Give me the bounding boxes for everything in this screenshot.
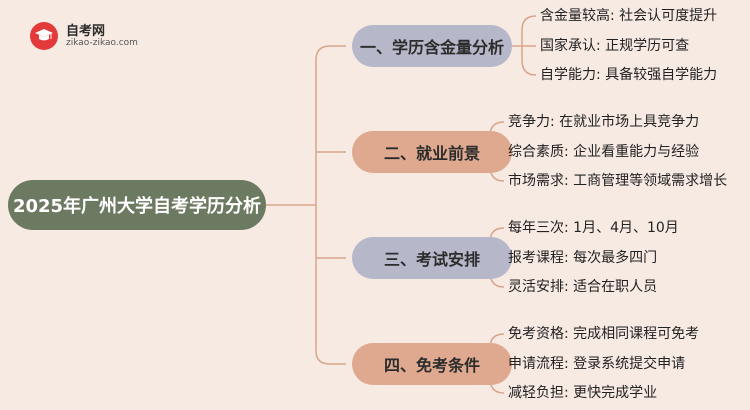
root-node: 2025年广州大学自考学历分析 (8, 180, 266, 230)
branch-node-1: 一、学历含金量分析 (352, 25, 512, 67)
leaf-node-1-2: 国家承认: 正规学历可查 (540, 38, 690, 54)
leaf-node-2-1: 竞争力: 在就业市场上具竞争力 (508, 114, 700, 130)
leaf-node-2-3: 市场需求: 工商管理等领域需求增长 (508, 173, 728, 189)
leaf-node-2-2: 综合素质: 企业看重能力与经验 (508, 144, 700, 160)
branch-node-4: 四、免考条件 (352, 343, 512, 385)
leaf-node-3-1: 每年三次: 1月、4月、10月 (508, 220, 679, 236)
branch-node-2: 二、就业前景 (352, 131, 512, 173)
site-logo[interactable]: 自考网 zikao-zikao.com (30, 16, 170, 56)
branch-node-3: 三、考试安排 (352, 237, 512, 279)
leaf-node-1-1: 含金量较高: 社会认可度提升 (540, 8, 718, 24)
leaf-node-3-2: 报考课程: 每次最多四门 (508, 250, 658, 266)
leaf-node-1-3: 自学能力: 具备较强自学能力 (540, 67, 718, 83)
graduation-cap-icon (30, 22, 58, 50)
leaf-node-3-3: 灵活安排: 适合在职人员 (508, 279, 658, 295)
leaf-node-4-3: 减轻负担: 更快完成学业 (508, 385, 658, 401)
leaf-node-4-2: 申请流程: 登录系统提交申请 (508, 356, 686, 372)
logo-title: 自考网 (66, 24, 106, 39)
leaf-node-4-1: 免考资格: 完成相同课程可免考 (508, 326, 700, 342)
logo-url: zikao-zikao.com (66, 38, 138, 48)
